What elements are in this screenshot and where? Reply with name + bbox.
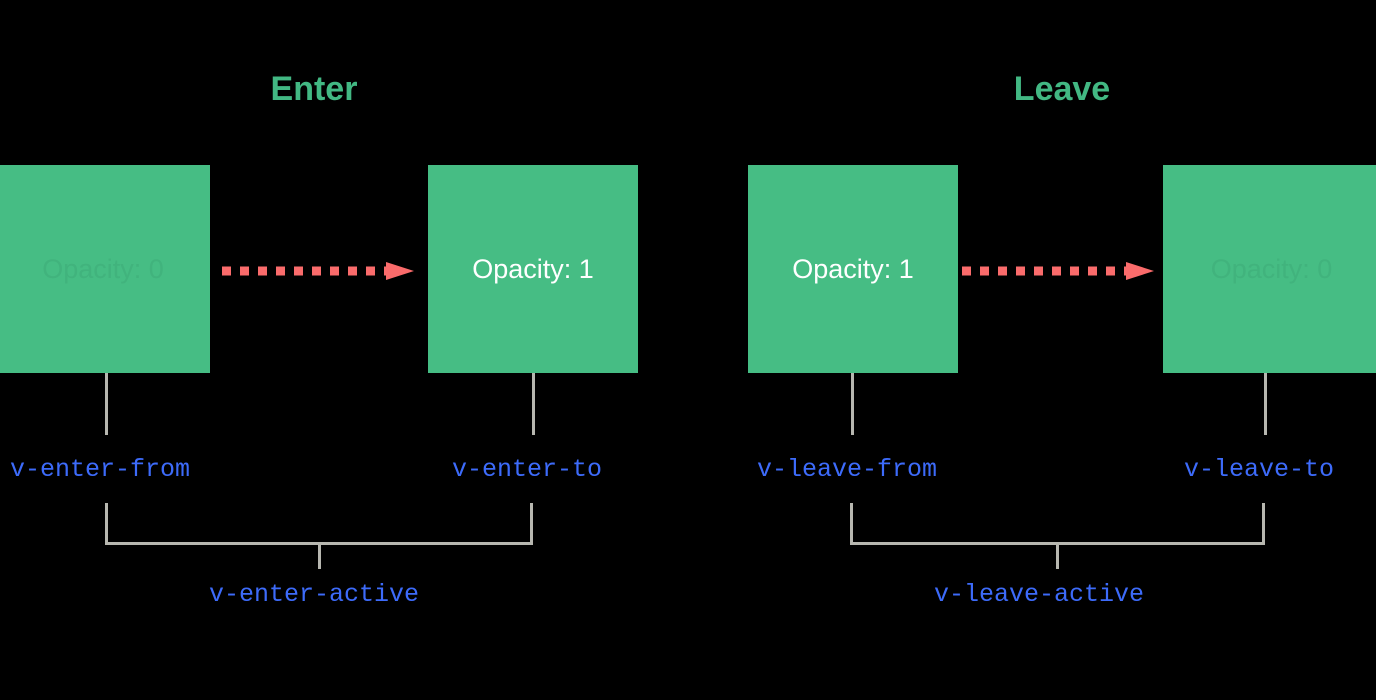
section-title-enter: Enter [270,70,358,108]
connector-stem-leave-to [1264,373,1267,435]
bracket-left-leg [850,503,853,545]
leave-arrow-icon [962,262,1154,280]
leave-from-box: Opacity: 1 [748,165,958,373]
section-title-leave: Leave [1013,70,1111,108]
connector-stem-enter-from [105,373,108,435]
bracket-left-leg [105,503,108,545]
leave-to-box-label: Opacity: 0 [1210,254,1333,284]
enter-from-box: Opacity: 0 [0,165,210,373]
bracket-right-leg [530,503,533,545]
leave-to-box: Opacity: 0 [1163,165,1376,373]
class-label-v-leave-from: v-leave-from [757,455,938,484]
enter-arrow-icon [222,262,414,280]
connector-stem-leave-from [851,373,854,435]
bracket-enter-active [105,503,533,545]
class-label-v-enter-active: v-enter-active [209,580,420,609]
class-label-v-leave-active: v-leave-active [934,580,1145,609]
bracket-bar [105,542,533,545]
leave-from-box-label: Opacity: 1 [792,254,914,284]
connector-stem-enter-to [532,373,535,435]
class-label-v-leave-to: v-leave-to [1184,455,1335,484]
class-label-v-enter-from: v-enter-from [10,455,191,484]
bracket-drop-stem-leave [1056,545,1059,569]
enter-to-box: Opacity: 1 [428,165,638,373]
enter-to-box-label: Opacity: 1 [472,254,594,284]
enter-from-box-label: Opacity: 0 [42,254,164,284]
bracket-leave-active [850,503,1265,545]
class-label-v-enter-to: v-enter-to [452,455,603,484]
bracket-bar [850,542,1265,545]
bracket-right-leg [1262,503,1265,545]
bracket-drop-stem-enter [318,545,321,569]
